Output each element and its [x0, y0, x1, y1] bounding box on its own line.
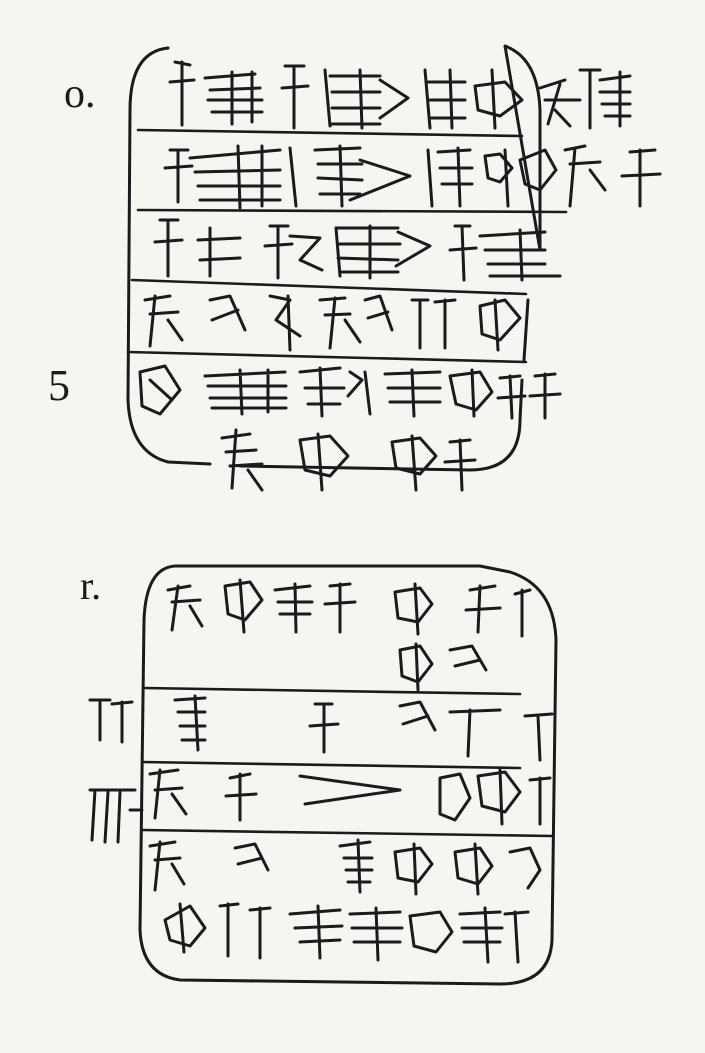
reverse-signs-line-1	[166, 578, 532, 638]
reverse-signs-line-3	[173, 694, 554, 762]
reverse-signs-line-4	[148, 768, 552, 826]
obverse-signs-line-4	[143, 294, 522, 352]
reverse-signs-line-5	[148, 838, 542, 896]
obverse-label: o.	[64, 71, 96, 117]
reverse-ruling-lines	[140, 686, 554, 838]
reverse-signs-line-6	[163, 902, 530, 964]
obverse-signs-line-5	[138, 364, 562, 420]
reverse-edge-signs	[88, 698, 144, 844]
obverse-ruling-lines	[126, 128, 568, 364]
obverse-tablet-outline	[126, 44, 542, 472]
reverse-signs-line-2	[398, 642, 488, 692]
obverse-signs-line-6	[220, 428, 477, 492]
reverse-label: r.	[80, 563, 102, 608]
obverse-signs-line-3	[153, 218, 562, 282]
line-number-5: 5	[48, 361, 70, 410]
obverse-signs-line-2	[163, 144, 662, 210]
obverse-signs-line-1	[168, 60, 632, 130]
reverse-tablet-outline	[138, 564, 558, 986]
